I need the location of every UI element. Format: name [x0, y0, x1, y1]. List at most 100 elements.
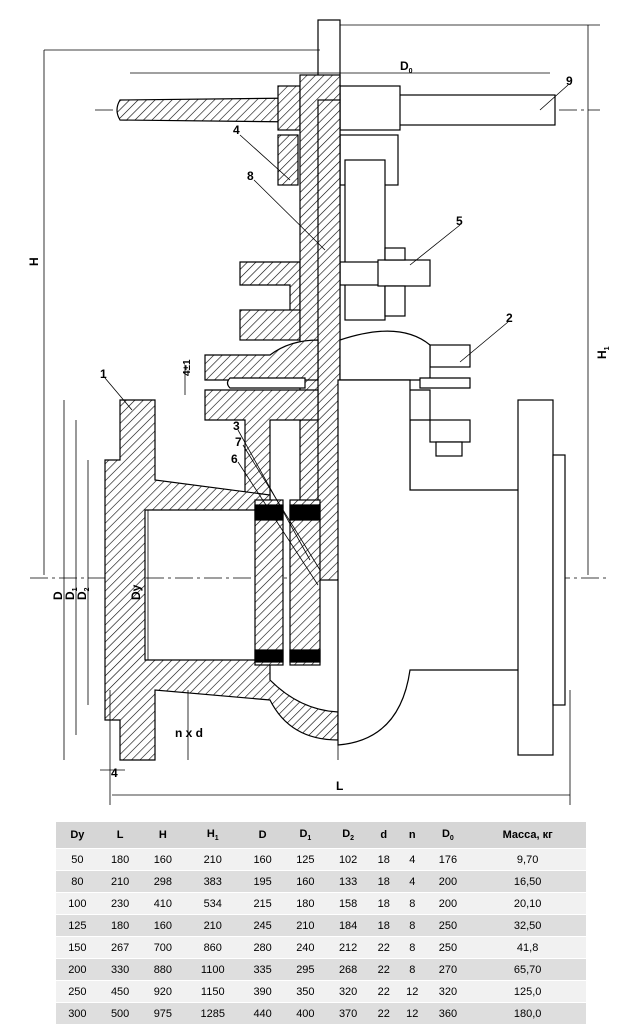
table-cell: 250 [56, 980, 99, 1003]
table-cell: 700 [141, 936, 185, 959]
handwheel [116, 85, 556, 131]
callout-numbers: 1 2 3 4 5 6 7 8 9 [100, 74, 573, 466]
table-cell: 920 [141, 980, 185, 1003]
table-cell: 18 [369, 914, 399, 937]
table-cell: 335 [241, 958, 284, 981]
header-main: d [380, 829, 388, 841]
table-header-cell: H [141, 822, 185, 849]
callout-6: 6 [231, 452, 238, 466]
table-cell: 22 [369, 980, 399, 1003]
table-cell: 12 [398, 1002, 427, 1025]
header-sub: 1 [307, 835, 312, 843]
table-cell: 22 [369, 1002, 399, 1025]
label-h1: H1 [595, 346, 611, 359]
header-main: L [116, 829, 124, 841]
table-header-cell: D [241, 822, 284, 849]
table-header-cell: H1 [184, 822, 242, 849]
table-cell: 8 [398, 914, 427, 937]
table-cell: 50 [56, 848, 99, 871]
table-cell: 133 [326, 870, 370, 893]
table-header-cell: D0 [426, 822, 470, 849]
header-main: Dy [70, 829, 85, 841]
table-cell: 300 [56, 1002, 99, 1025]
callout-leaders [104, 84, 569, 586]
table-cell: 8 [398, 892, 427, 915]
table-cell: 41,8 [469, 936, 586, 959]
table-cell: 4 [398, 848, 427, 871]
table-cell: 12 [398, 980, 427, 1003]
dimension-lines [43, 24, 600, 805]
callout-2: 2 [506, 311, 513, 325]
table-cell: 880 [141, 958, 185, 981]
table-cell: 230 [98, 892, 142, 915]
table-header-cell: d [369, 822, 399, 849]
table-cell: 500 [98, 1002, 142, 1025]
table-cell: 210 [284, 914, 327, 937]
table-cell: 210 [184, 914, 242, 937]
header-main: Масса, кг [502, 829, 553, 841]
table-cell: 210 [98, 870, 142, 893]
callout-9: 9 [566, 74, 573, 88]
table-cell: 80 [56, 870, 99, 893]
table-cell: 1150 [184, 980, 242, 1003]
table-cell: 410 [141, 892, 185, 915]
header-sub: 0 [449, 835, 454, 843]
table-cell: 245 [241, 914, 284, 937]
table-cell: 268 [326, 958, 370, 981]
table-cell: 360 [426, 1002, 470, 1025]
label-d1: D1 [63, 587, 79, 600]
table-cell: 20,10 [469, 892, 586, 915]
label-d2: D2 [75, 587, 91, 600]
table-cell: 22 [369, 958, 399, 981]
label-l: L [336, 779, 343, 793]
table-header-cell: D1 [284, 822, 327, 849]
table-cell: 9,70 [469, 848, 586, 871]
table-cell: 860 [184, 936, 242, 959]
table-cell: 65,70 [469, 958, 586, 981]
table-cell: 400 [284, 1002, 327, 1025]
table-cell: 160 [141, 914, 185, 937]
table-header-cell: L [98, 822, 142, 849]
table-cell: 1285 [184, 1002, 242, 1025]
table-cell: 184 [326, 914, 370, 937]
table-header-cell: Dy [56, 822, 99, 849]
table-cell: 212 [326, 936, 370, 959]
callout-3: 3 [233, 419, 240, 433]
callout-8: 8 [247, 169, 254, 183]
label-nxd: n x d [175, 726, 203, 740]
seal-ring [226, 377, 471, 389]
table-cell: 32,50 [469, 914, 586, 937]
table-cell: 1100 [184, 958, 242, 981]
stem [299, 19, 341, 581]
table-cell: 180,0 [469, 1002, 586, 1025]
header-main: D [342, 827, 351, 840]
label-4: 4 [111, 766, 118, 780]
table-header-cell: n [398, 822, 427, 849]
table-cell: 102 [326, 848, 370, 871]
gate-valve-drawing: D0 H H1 D D1 D2 Dy L n x d 4 4±1 1 2 3 4… [27, 19, 611, 805]
table-cell: 180 [284, 892, 327, 915]
table-header-cell: Масса, кг [469, 822, 586, 849]
label-d: D [51, 591, 65, 600]
header-main: H [158, 829, 167, 841]
table-cell: 150 [56, 936, 99, 959]
callout-5: 5 [456, 214, 463, 228]
header-sub: 1 [214, 835, 219, 843]
callout-4: 4 [233, 123, 240, 137]
dimension-labels: D0 H H1 D D1 D2 Dy L n x d 4 4±1 [27, 59, 611, 793]
valve-body-outline [337, 379, 566, 756]
table-cell: 210 [184, 848, 242, 871]
header-main: H [206, 827, 215, 840]
table-cell: 176 [426, 848, 470, 871]
table-cell: 320 [326, 980, 370, 1003]
table-cell: 215 [241, 892, 284, 915]
table-cell: 383 [184, 870, 242, 893]
